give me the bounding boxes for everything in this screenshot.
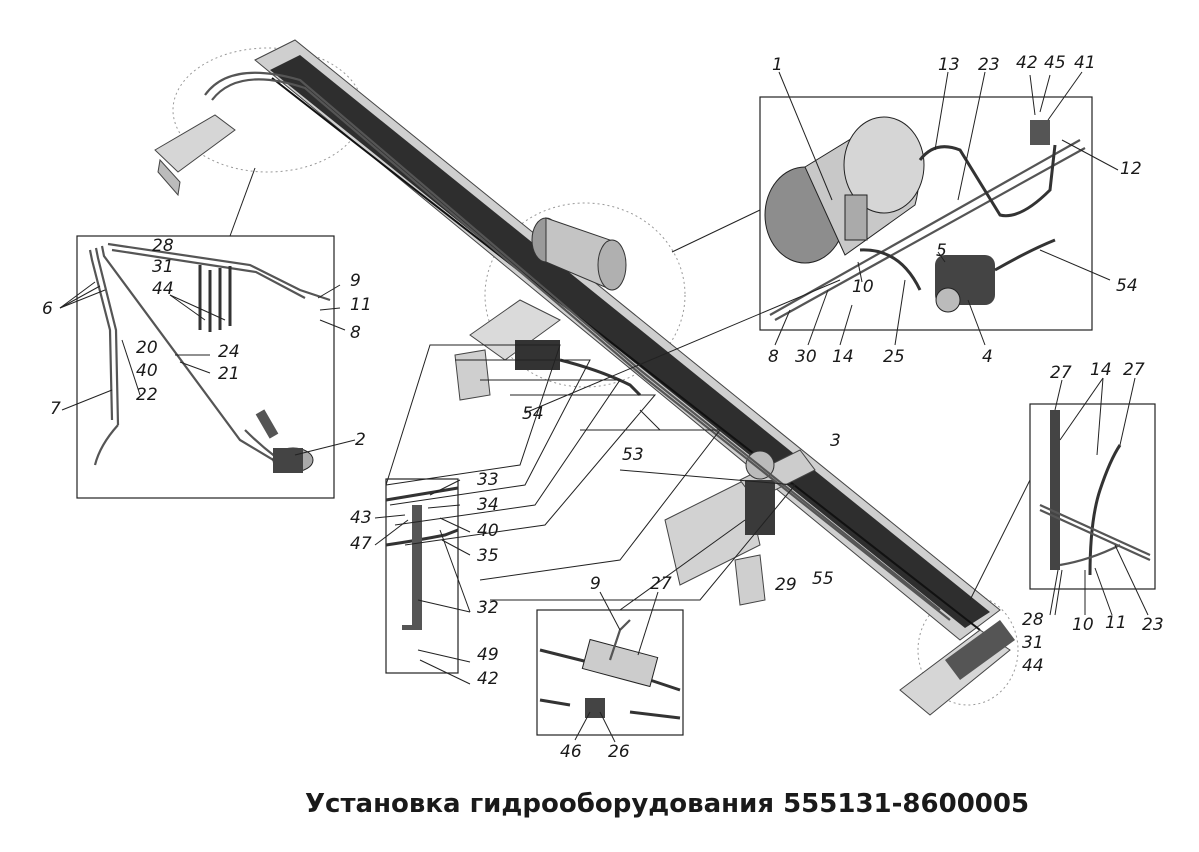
callout-ur-1: 1	[772, 55, 783, 75]
tank-detail	[764, 116, 925, 264]
callout-right-27a: 27	[1050, 363, 1072, 383]
callout-ur-4: 4	[982, 347, 993, 367]
callout-right-23: 23	[1142, 615, 1164, 635]
callout-right-14: 14	[1090, 360, 1112, 380]
callout-ur-5: 5	[936, 241, 947, 261]
callout-left-44: 44	[152, 279, 174, 299]
callout-bottom-46: 46	[560, 742, 582, 762]
callout-main-54: 54	[522, 404, 544, 424]
callout-center-49: 49	[477, 645, 499, 665]
callout-left-28: 28	[152, 236, 174, 256]
callout-center-33: 33	[477, 470, 499, 490]
callout-ur-12: 12	[1120, 159, 1142, 179]
callout-center-32: 32	[477, 598, 499, 618]
callout-right-10: 10	[1072, 615, 1094, 635]
callout-left-22: 22	[136, 385, 158, 405]
pipeline-main	[204, 71, 941, 611]
callout-left-20: 20	[136, 338, 158, 358]
callout-ur-42: 42	[1016, 53, 1038, 73]
center-detail	[385, 486, 459, 630]
tank-main	[531, 217, 627, 291]
callout-main-29: 29	[775, 575, 797, 595]
valve-detail-left	[255, 409, 314, 473]
callout-ur-25: 25	[883, 347, 905, 367]
callout-ur-14: 14	[832, 347, 854, 367]
callout-center-42: 42	[477, 669, 499, 689]
callout-left-24: 24	[218, 342, 240, 362]
bottom-detail	[539, 619, 681, 720]
callout-bottom-27: 27	[650, 574, 672, 594]
callout-ur-13: 13	[938, 55, 960, 75]
pump-detail	[935, 255, 995, 313]
callout-left-8: 8	[350, 323, 361, 343]
callout-ur-23: 23	[978, 55, 1000, 75]
callout-main-3: 3	[830, 431, 841, 451]
callout-bottom-26: 26	[608, 742, 630, 762]
callout-ur-10: 10	[852, 277, 874, 297]
callout-center-35: 35	[477, 546, 499, 566]
callout-left-7: 7	[50, 399, 61, 419]
callout-right-44: 44	[1022, 656, 1044, 676]
detail-box-center	[385, 478, 459, 674]
callout-left-21: 21	[218, 364, 240, 384]
callout-bottom-9: 9	[590, 574, 601, 594]
left-detail-pipes	[88, 242, 331, 471]
callout-right-28: 28	[1022, 610, 1044, 630]
detail-box-upper-right	[759, 96, 1093, 331]
callout-center-47: 47	[350, 534, 372, 554]
callout-center-43: 43	[350, 508, 372, 528]
callout-center-40: 40	[477, 521, 499, 541]
callout-main-53: 53	[622, 445, 644, 465]
zoom-circle-center	[484, 202, 686, 388]
detail-box-left	[76, 235, 335, 499]
callout-main-55: 55	[812, 569, 834, 589]
callout-ur-41: 41	[1074, 53, 1096, 73]
callout-wedges	[385, 279, 841, 601]
callout-ur-8: 8	[768, 347, 779, 367]
diagram-title: Установка гидрооборудования 555131-86000…	[305, 789, 1029, 819]
pipeline-main-2	[211, 78, 951, 621]
detail-box-right	[1029, 403, 1156, 590]
callout-left-9: 9	[350, 271, 361, 291]
callout-left-40: 40	[136, 361, 158, 381]
zoom-circle-right	[917, 594, 1019, 706]
callout-left-31: 31	[152, 257, 174, 277]
callout-ur-45: 45	[1044, 53, 1066, 73]
callout-left-2: 2	[355, 430, 366, 450]
callout-left-6: 6	[42, 299, 53, 319]
callout-right-11: 11	[1105, 613, 1127, 633]
callout-left-11: 11	[350, 295, 372, 315]
callout-ur-30: 30	[795, 347, 817, 367]
callout-right-27b: 27	[1123, 360, 1145, 380]
callout-right-31: 31	[1022, 633, 1044, 653]
callout-center-34: 34	[477, 495, 499, 515]
tube-detail	[769, 139, 1081, 316]
callout-ur-54: 54	[1116, 276, 1138, 296]
right-detail	[1039, 410, 1151, 576]
